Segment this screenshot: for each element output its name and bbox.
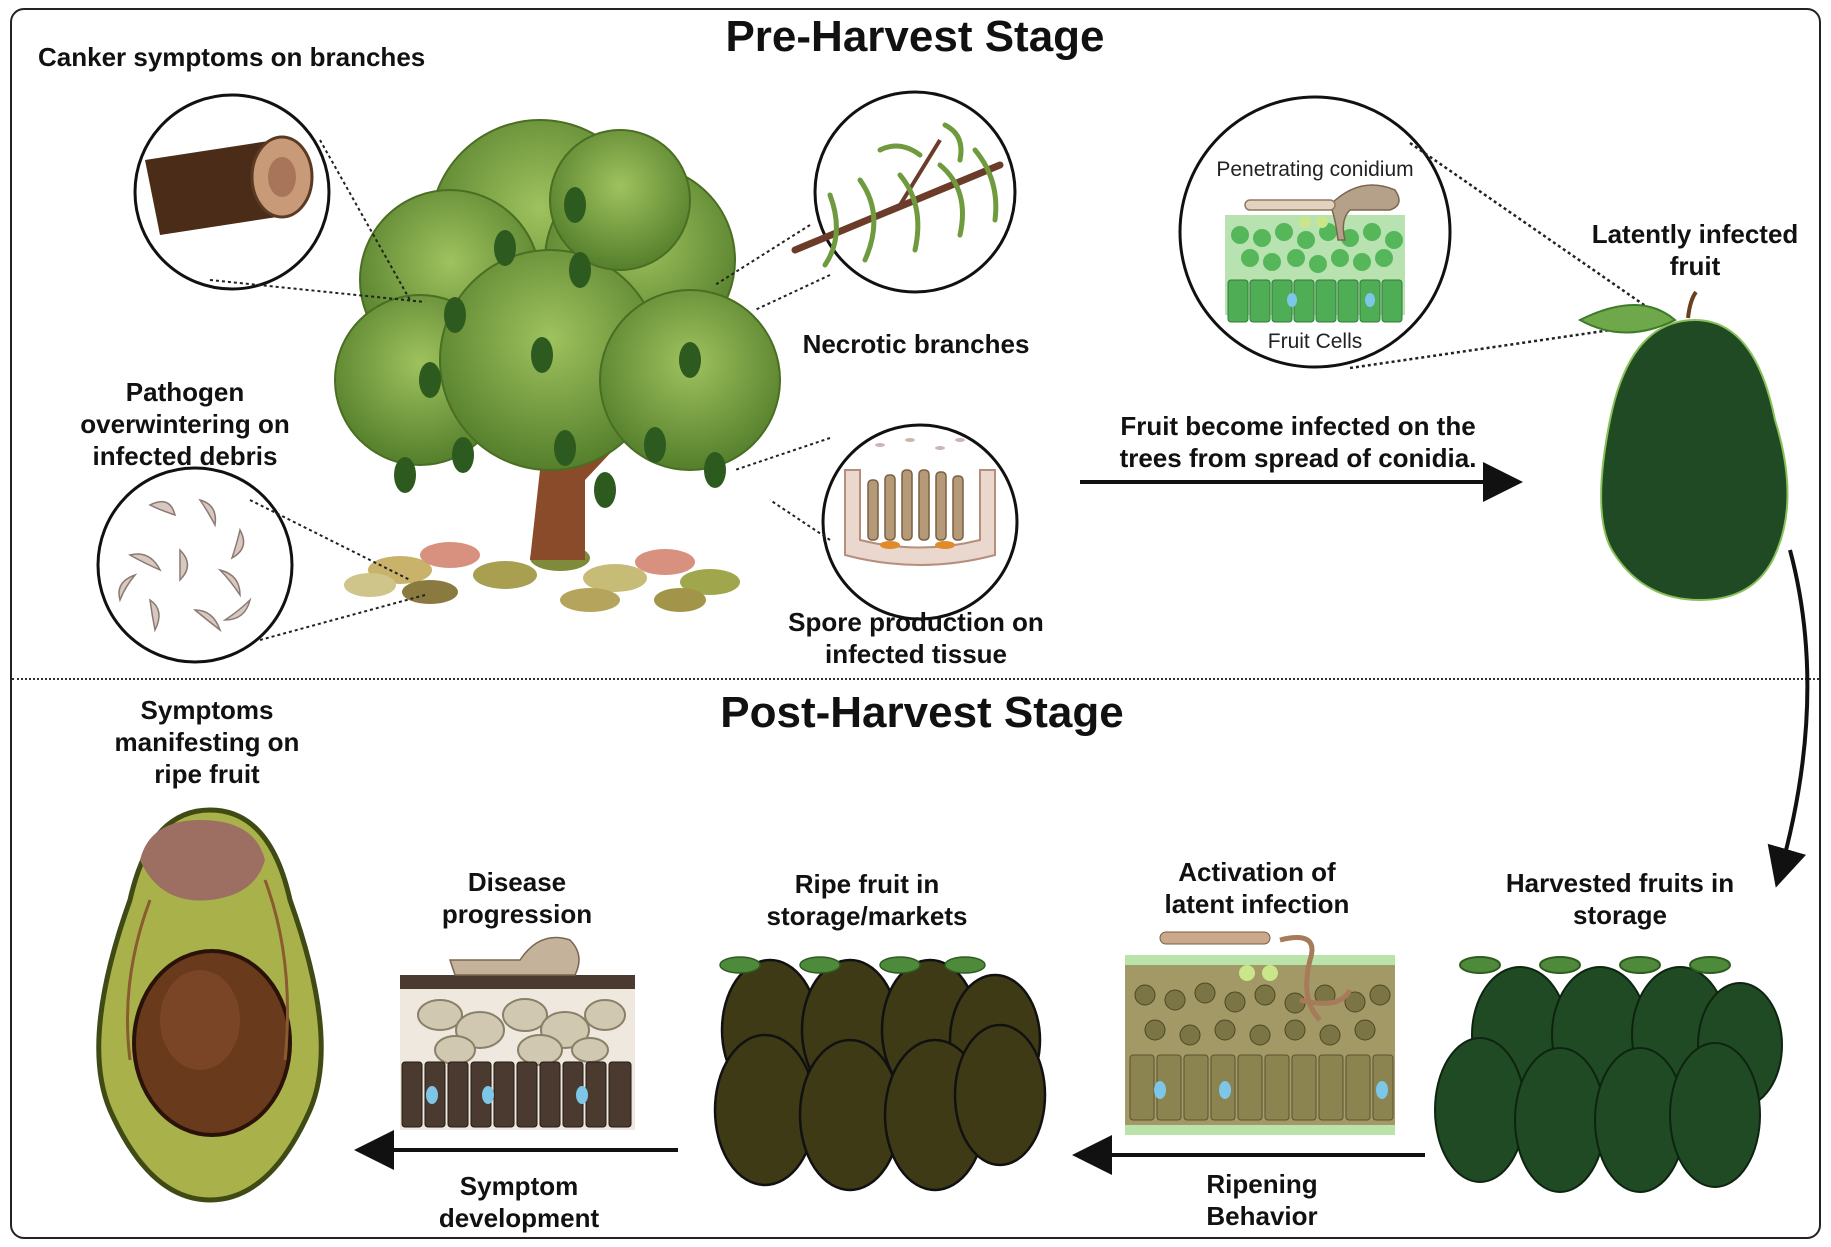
activation-tissue-illustration bbox=[1125, 931, 1395, 1135]
canker-circle bbox=[133, 93, 426, 303]
harvested-label: Harvested fruits in storage bbox=[1505, 868, 1735, 930]
harvested-fruit-pile bbox=[1434, 956, 1783, 1193]
latent-fruit-label: Latently infected fruit bbox=[1591, 219, 1799, 281]
avocado-tree-illustration bbox=[334, 119, 781, 612]
disease-progression-label: Disease progression bbox=[441, 867, 593, 929]
penetrating-label: Penetrating conidium bbox=[1216, 158, 1414, 181]
ripening-behavior-label: Ripening Behavior bbox=[1206, 1169, 1318, 1231]
fruit-cells-label: Fruit Cells bbox=[1267, 330, 1363, 353]
canker-label: Canker symptoms on branches bbox=[38, 42, 426, 72]
post-harvest-title: Post-Harvest Stage bbox=[720, 688, 1124, 737]
activation-label: Activation of latent infection bbox=[1164, 857, 1350, 919]
penetration-circle bbox=[1178, 95, 1661, 370]
latent-fruit-illustration bbox=[1577, 290, 1789, 602]
pre-harvest-title: Pre-Harvest Stage bbox=[725, 12, 1105, 61]
stage-divider bbox=[12, 678, 1819, 680]
disease-tissue-illustration bbox=[400, 936, 635, 1130]
spore-label: Spore production on infected tissue bbox=[788, 607, 1044, 669]
diagram-frame bbox=[10, 8, 1821, 1239]
flow-arrows bbox=[354, 462, 1810, 1175]
necrotic-circle bbox=[714, 90, 1017, 311]
cut-avocado-illustration bbox=[96, 807, 324, 1203]
ripe-fruit-label: Ripe fruit in storage/markets bbox=[766, 869, 968, 931]
symptom-development-label: Symptom development bbox=[438, 1171, 600, 1233]
harvest-curve-arrow bbox=[1767, 549, 1810, 888]
necrotic-label: Necrotic branches bbox=[802, 329, 1030, 359]
spread-label: Fruit become infected on the trees from … bbox=[1119, 411, 1477, 473]
symptoms-label: Symptoms manifesting on ripe fruit bbox=[114, 695, 300, 789]
leaf-litter bbox=[344, 542, 740, 612]
spore-circle bbox=[734, 423, 1019, 621]
ripe-fruit-pile bbox=[713, 956, 1047, 1192]
pathogen-label: Pathogen overwintering on infected debri… bbox=[80, 377, 290, 471]
tree-fruits bbox=[394, 187, 726, 508]
debris-circle bbox=[96, 466, 426, 664]
